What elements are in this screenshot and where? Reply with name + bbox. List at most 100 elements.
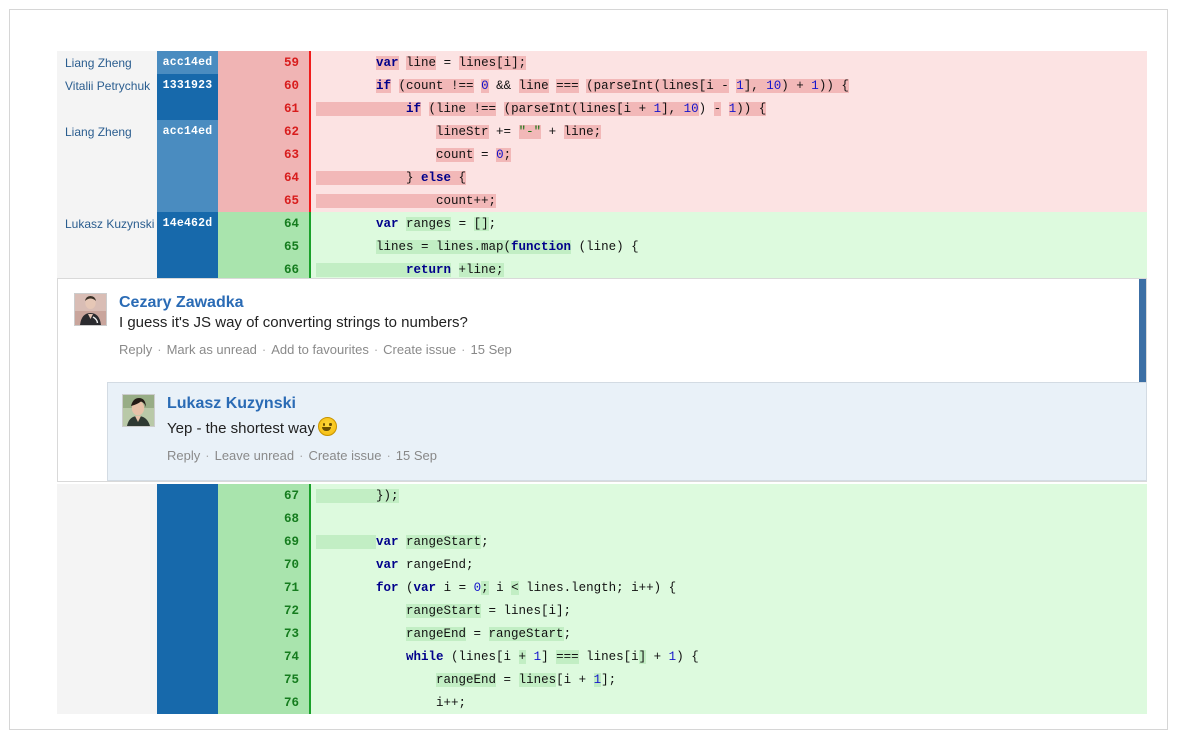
diff-commit-hash-cell[interactable] [157,143,218,166]
diff-row[interactable]: 65 lines = lines.map(function (line) { [57,235,1147,258]
diff-code-cell[interactable]: lineStr += "-" + line; [310,120,1147,143]
diff-commit-hash-cell[interactable] [157,97,218,120]
diff-code-cell[interactable] [310,507,1147,530]
diff-code-cell[interactable]: i++; [310,691,1147,714]
diff-author-cell[interactable] [57,189,157,212]
diff-author-cell[interactable]: Lukasz Kuzynski [57,212,157,235]
diff-code-cell[interactable]: }); [310,484,1147,507]
comment-author-name[interactable]: Cezary Zawadka [119,294,244,311]
diff-author-cell[interactable] [57,553,157,576]
comment-action-create-issue[interactable]: Create issue [383,342,457,357]
diff-author-cell[interactable] [57,97,157,120]
reply-author-name[interactable]: Lukasz Kuzynski [167,395,296,412]
comment-action-mark-as-unread[interactable]: Mark as unread [166,342,257,357]
diff-row[interactable]: 74 while (lines[i + 1] === lines[i] + 1)… [57,645,1147,668]
diff-code-cell[interactable]: for (var i = 0; i < lines.length; i++) { [310,576,1147,599]
diff-row[interactable]: 72 rangeStart = lines[i]; [57,599,1147,622]
diff-commit-hash-cell[interactable] [157,166,218,189]
diff-commit-hash-cell[interactable] [157,622,218,645]
diff-author-cell[interactable] [57,507,157,530]
diff-code-cell[interactable]: while (lines[i + 1] === lines[i] + 1) { [310,645,1147,668]
diff-row[interactable]: 71 for (var i = 0; i < lines.length; i++… [57,576,1147,599]
diff-code-cell[interactable]: return +line; [310,258,1147,281]
diff-row[interactable]: 70 var rangeEnd; [57,553,1147,576]
diff-row[interactable]: 61 if (line !== (parseInt(lines[i + 1], … [57,97,1147,120]
comment-action-add-to-favourites[interactable]: Add to favourites [271,342,369,357]
diff-code-cell[interactable]: var rangeEnd; [310,553,1147,576]
diff-author-cell[interactable]: Liang Zheng [57,51,157,74]
diff-author-cell[interactable] [57,235,157,258]
comment-action-reply[interactable]: Reply [119,342,153,357]
diff-code-cell[interactable]: var rangeStart; [310,530,1147,553]
diff-row[interactable]: 73 rangeEnd = rangeStart; [57,622,1147,645]
reply-action-leave-unread[interactable]: Leave unread [214,448,295,463]
diff-commit-hash-cell[interactable] [157,691,218,714]
diff-row[interactable]: 68 [57,507,1147,530]
diff-commit-hash-cell[interactable] [157,235,218,258]
diff-author-cell[interactable] [57,645,157,668]
diff-author-cell[interactable] [57,166,157,189]
diff-author-cell[interactable]: Liang Zheng [57,120,157,143]
diff-commit-hash-cell[interactable] [157,553,218,576]
diff-commit-hash-cell[interactable]: 1331923 [157,74,218,97]
diff-code-cell[interactable]: rangeEnd = lines[i + 1]; [310,668,1147,691]
diff-row[interactable]: 76 i++; [57,691,1147,714]
action-separator: · [461,342,466,357]
action-separator: · [386,448,391,463]
code-token: && [488,78,519,93]
diff-commit-hash-cell[interactable]: acc14ed [157,120,218,143]
avatar-lukasz[interactable] [122,394,155,427]
diff-commit-hash-cell[interactable] [157,599,218,622]
diff-commit-hash-cell[interactable]: 14e462d [157,212,218,235]
reply-action-create-issue[interactable]: Create issue [308,448,382,463]
diff-author-cell[interactable] [57,484,157,507]
diff-commit-hash-cell[interactable] [157,645,218,668]
diff-code-cell[interactable]: count++; [310,189,1147,212]
diff-code-cell[interactable]: var line = lines[i]; [310,51,1147,74]
diff-row[interactable]: 67 }); [57,484,1147,507]
diff-code-cell[interactable]: rangeStart = lines[i]; [310,599,1147,622]
diff-commit-hash-cell[interactable] [157,507,218,530]
diff-row[interactable]: 69 var rangeStart; [57,530,1147,553]
diff-author-cell[interactable] [57,599,157,622]
code-token [316,148,436,162]
diff-author-cell[interactable] [57,668,157,691]
diff-code-cell[interactable]: rangeEnd = rangeStart; [310,622,1147,645]
diff-code-cell[interactable]: } else { [310,166,1147,189]
diff-code-cell[interactable]: lines = lines.map(function (line) { [310,235,1147,258]
diff-commit-hash-cell[interactable] [157,530,218,553]
diff-code-cell[interactable]: if (count !== 0 && line === (parseInt(li… [310,74,1147,97]
diff-author-cell[interactable] [57,622,157,645]
code-token: 1 [736,78,744,93]
diff-code-cell[interactable]: var ranges = []; [310,212,1147,235]
diff-commit-hash-cell[interactable] [157,189,218,212]
diff-commit-hash-cell[interactable] [157,576,218,599]
diff-commit-hash-cell[interactable] [157,258,218,281]
diff-commit-hash-cell[interactable]: acc14ed [157,51,218,74]
diff-line-number: 65 [218,189,311,212]
code-token: line [518,78,549,93]
avatar-cezary[interactable] [74,293,107,326]
diff-author-cell[interactable] [57,691,157,714]
diff-code-cell[interactable]: count = 0; [310,143,1147,166]
reply-action-reply[interactable]: Reply [167,448,201,463]
diff-row[interactable]: 64 } else { [57,166,1147,189]
diff-author-cell[interactable] [57,143,157,166]
diff-row[interactable]: 75 rangeEnd = lines[i + 1]; [57,668,1147,691]
diff-author-cell[interactable] [57,258,157,281]
code-token: 0 [496,147,504,162]
diff-line-number: 71 [218,576,311,599]
diff-author-cell[interactable] [57,576,157,599]
diff-code-cell[interactable]: if (line !== (parseInt(lines[i + 1], 10)… [310,97,1147,120]
diff-row[interactable]: 66 return +line; [57,258,1147,281]
diff-commit-hash-cell[interactable] [157,668,218,691]
diff-commit-hash-cell[interactable] [157,484,218,507]
diff-author-cell[interactable] [57,530,157,553]
diff-row[interactable]: 65 count++; [57,189,1147,212]
diff-author-cell[interactable]: Vitalii Petrychuk [57,74,157,97]
diff-row[interactable]: 63 count = 0; [57,143,1147,166]
